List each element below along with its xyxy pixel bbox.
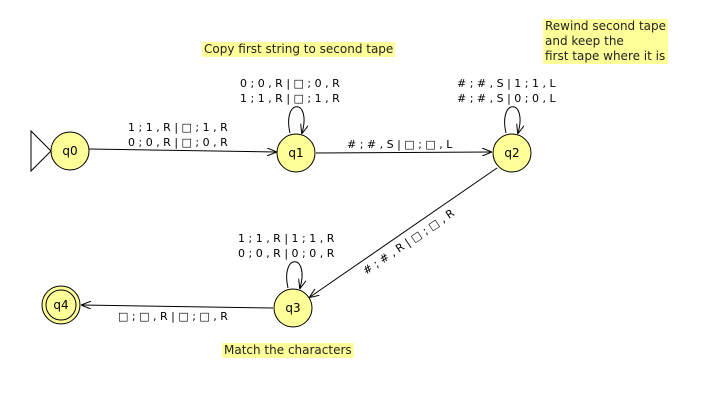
note-rewind-line1: Rewind second tape (545, 19, 667, 33)
state-q3-label: q3 (285, 301, 300, 315)
label-q3-q4: □ ; □ , R | □ ; □ , R (118, 310, 228, 323)
state-q2: q2 (492, 133, 532, 173)
state-q2-label: q2 (504, 146, 519, 160)
state-q4-label: q4 (53, 298, 68, 312)
loop-q3 (286, 261, 302, 288)
label-q3-self-line1: 1 ; 1 , R | 1 ; 1 , R (238, 232, 335, 245)
note-rewind: Rewind second tape and keep the first ta… (543, 19, 669, 64)
label-q2-self-line2: # ; # , S | 0 ; 0 , L (457, 92, 556, 105)
state-q0-label: q0 (62, 144, 77, 158)
label-q1-q2: # ; # , S | □ ; □ , L (347, 138, 453, 151)
edge-q2-q3 (310, 167, 498, 297)
state-q4: q4 (41, 285, 81, 325)
label-q2-self-line1: # ; # , S | 1 ; 1 , L (457, 77, 556, 90)
label-q3-self-line2: 0 ; 0 , R | 0 ; 0 , R (238, 247, 335, 260)
label-q0-q1-line2: 0 ; 0 , R | □ ; 0 , R (128, 136, 228, 149)
note-copy: Copy first string to second tape (202, 42, 396, 57)
label-q1-self-line1: 0 ; 0 , R | □ ; 0 , R (240, 77, 340, 90)
edge-q1-q2 (315, 152, 491, 153)
note-match-line: Match the characters (224, 343, 352, 357)
initial-state-marker (30, 129, 52, 173)
note-match: Match the characters (222, 343, 354, 358)
loop-q1 (288, 106, 304, 133)
state-q3: q3 (273, 288, 313, 328)
edge-q0-q1 (88, 149, 276, 152)
label-q2-q3: # ; # , R | □ ; □ , R (360, 206, 457, 277)
label-q0-q1-line1: 1 ; 1 , R | □ ; 1 , R (128, 121, 228, 134)
loop-q2 (504, 106, 520, 133)
label-q1-self-line2: 1 ; 1 , R | □ ; 1 , R (240, 92, 340, 105)
state-q1-label: q1 (288, 146, 303, 160)
note-rewind-line3: first tape where it is (545, 49, 666, 63)
note-copy-line: Copy first string to second tape (204, 42, 394, 56)
state-q0: q0 (50, 131, 90, 171)
edge-q3-q4 (82, 305, 274, 308)
state-q1: q1 (276, 133, 316, 173)
note-rewind-line2: and keep the (545, 34, 624, 48)
